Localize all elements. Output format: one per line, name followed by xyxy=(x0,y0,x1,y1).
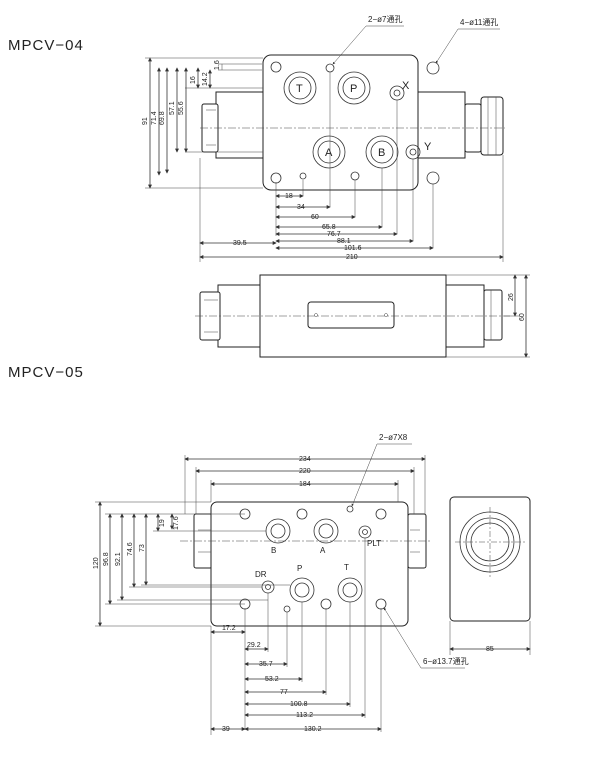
model-title-mpcv05: MPCV−05 xyxy=(8,364,84,381)
port-p xyxy=(337,71,371,105)
port-a xyxy=(312,135,346,169)
dim-74-6: 74.6 xyxy=(127,542,134,556)
label-port-a: A xyxy=(325,147,333,159)
dim-77: 77 xyxy=(280,689,288,696)
dim-101-6: 101.6 xyxy=(344,245,362,252)
dim-210: 210 xyxy=(346,254,358,261)
dim-76-7: 76.7 xyxy=(327,231,341,238)
dim-234: 234 xyxy=(299,456,311,463)
port-t xyxy=(283,71,317,105)
mpcv05-end-view: 85 xyxy=(449,496,531,655)
label-port-p-05: P xyxy=(297,564,302,573)
dim-53-2: 53.2 xyxy=(265,676,279,683)
label-port-a-05: A xyxy=(320,546,326,555)
dim-71-4: 71.4 xyxy=(151,111,158,125)
callout-6-holes: 6−ø13.7通孔 xyxy=(423,656,469,666)
dim-18: 18 xyxy=(285,193,293,200)
dim-65-8: 65.8 xyxy=(322,224,336,231)
callout-2-holes: 2−ø7通孔 xyxy=(368,14,402,24)
dim-69-8: 69.8 xyxy=(159,111,166,125)
label-port-plt: PLT xyxy=(367,539,381,548)
label-port-b-05: B xyxy=(271,546,276,555)
dim-39-5: 39.5 xyxy=(233,240,247,247)
model-title-mpcv04: MPCV−04 xyxy=(8,37,84,54)
dim-220: 220 xyxy=(299,468,311,475)
label-port-b: B xyxy=(378,147,385,159)
dim-1-6: 1.6 xyxy=(214,60,221,70)
label-port-x: X xyxy=(402,80,410,92)
label-port-t: T xyxy=(296,83,303,95)
dim-19: 19 xyxy=(159,519,166,527)
label-port-p: P xyxy=(350,83,357,95)
dim-60: 60 xyxy=(311,214,319,221)
dim-57-1: 57.1 xyxy=(169,101,176,115)
dim-39: 39 xyxy=(222,726,230,733)
label-port-dr: DR xyxy=(255,570,267,579)
dim-88-1: 88.1 xyxy=(337,238,351,245)
dim-113-2: 113.2 xyxy=(296,712,313,719)
callout-4-holes: 4−ø11通孔 xyxy=(460,17,498,27)
dim-85: 85 xyxy=(486,646,494,653)
dim-130-2: 130.2 xyxy=(304,726,322,733)
label-port-t-05: T xyxy=(344,563,349,572)
dim-100-8: 100.8 xyxy=(290,701,308,708)
dim-17-2: 17.2 xyxy=(222,625,236,632)
dim-55-6: 55.6 xyxy=(178,101,185,115)
dim-96-8: 96.8 xyxy=(103,552,110,566)
dim-184: 184 xyxy=(299,481,311,488)
callout-pin: 2−ø7X8 xyxy=(379,433,408,442)
dim-17-6: 17.6 xyxy=(173,516,180,530)
dim-35-7: 35.7 xyxy=(259,661,273,668)
dim-92-1: 92.1 xyxy=(115,552,122,566)
label-port-y: Y xyxy=(424,141,432,153)
dim-73: 73 xyxy=(139,544,146,552)
dim-34: 34 xyxy=(297,204,305,211)
dim-26: 26 xyxy=(508,293,515,301)
mpcv05-top-view: B A PLT DR P T 2−ø7X8 6−ø13.7通孔 234 220 … xyxy=(93,433,469,735)
dim-16: 16 xyxy=(190,76,197,84)
dim-29-2: 29.2 xyxy=(247,642,261,649)
dim-91: 91 xyxy=(142,117,149,125)
port-a-05 xyxy=(313,518,339,544)
mpcv04-side-view: 26 60 xyxy=(195,274,530,358)
dim-60-side: 60 xyxy=(519,313,526,321)
mpcv04-top-view: T P X A B Y 2−ø7通孔 4−ø11通孔 91 71.4 69.8 … xyxy=(142,14,505,262)
dim-120: 120 xyxy=(93,557,100,569)
dim-14-2: 14.2 xyxy=(202,72,209,86)
